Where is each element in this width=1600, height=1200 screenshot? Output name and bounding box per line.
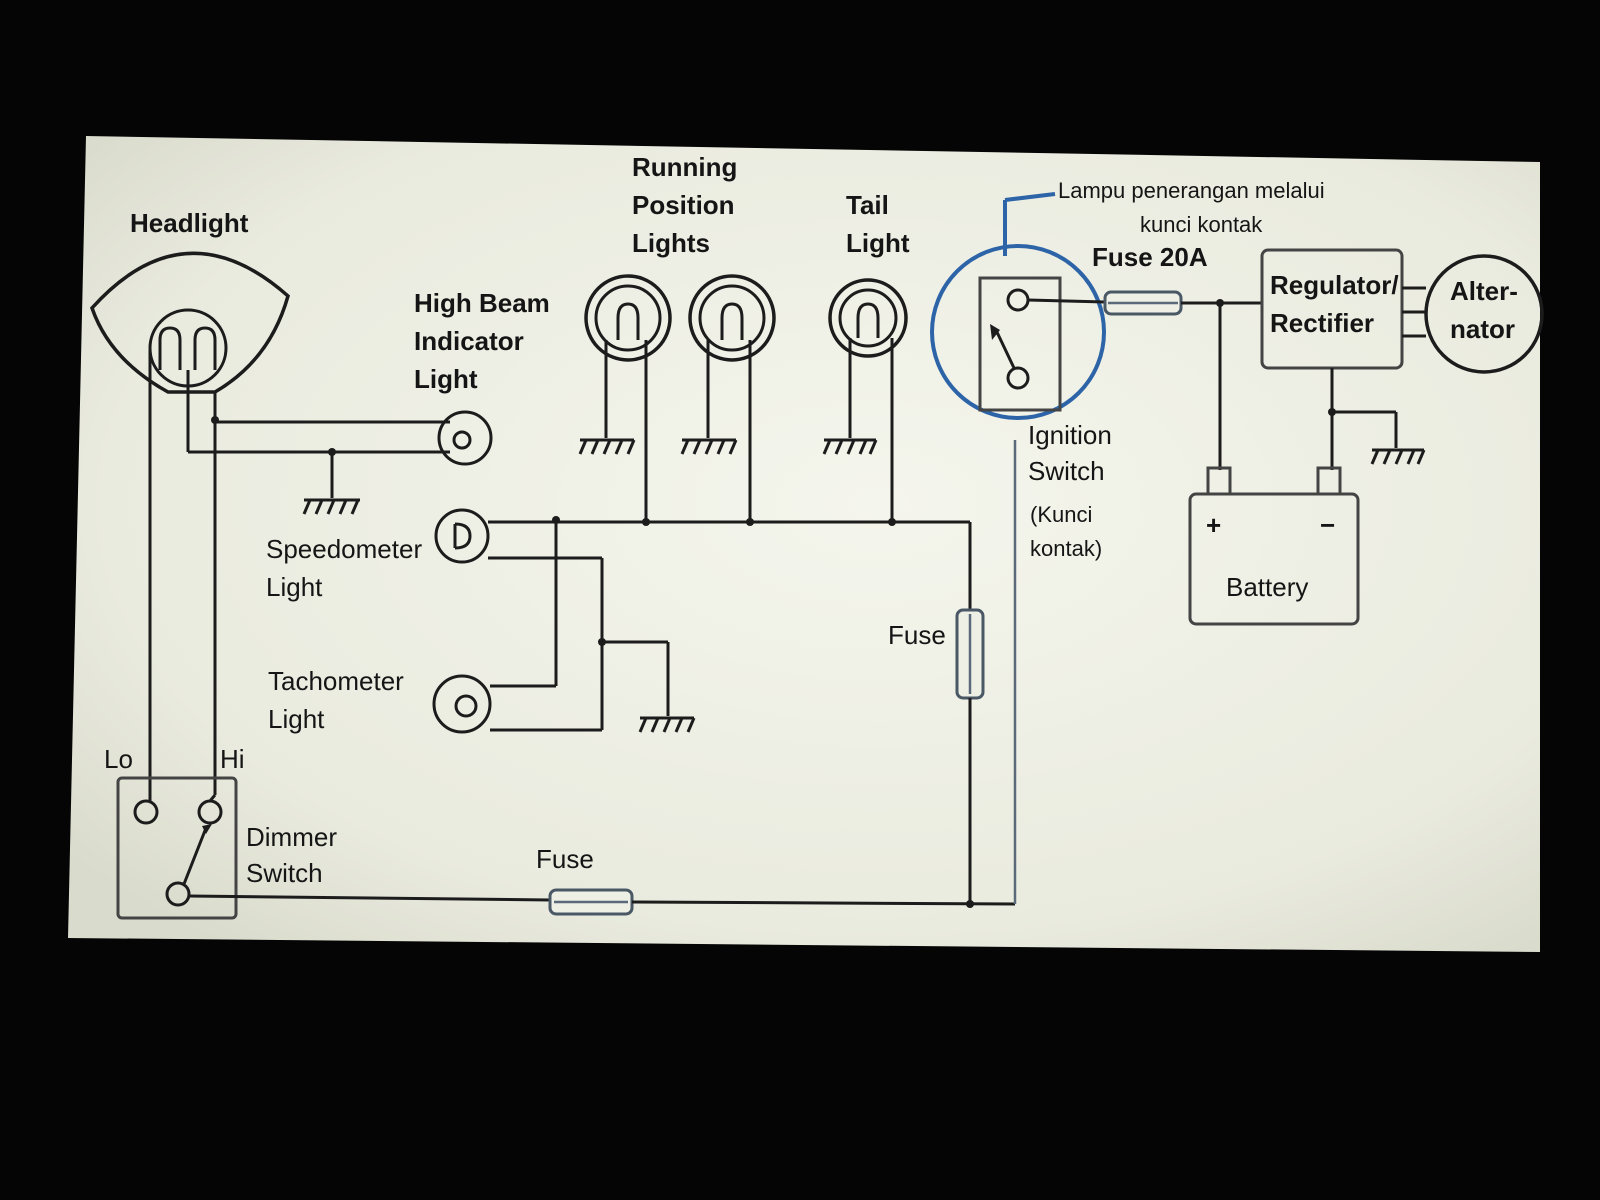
tachometer-label: Light <box>268 704 325 734</box>
lampu-note: kunci kontak <box>1140 212 1263 237</box>
alternator-label: Alter- <box>1450 276 1518 306</box>
tail-light-label: Light <box>846 228 910 258</box>
hi-label: Hi <box>220 744 245 774</box>
ground-symbol <box>1370 448 1426 465</box>
dimmer-switch <box>116 776 238 920</box>
battery <box>1188 466 1360 626</box>
fuse-right <box>955 608 985 904</box>
dimmer-switch-label: Switch <box>246 858 323 888</box>
ground-symbol <box>822 438 878 455</box>
alternator-label: nator <box>1450 314 1515 344</box>
headlight <box>90 251 290 795</box>
high-beam-label: Light <box>414 364 478 394</box>
headlight-label: Headlight <box>130 208 249 238</box>
ignition-switch-label: Ignition <box>1028 420 1112 450</box>
fuse-20a-label: Fuse 20A <box>1092 242 1208 272</box>
alternator <box>1424 254 1544 374</box>
speedometer-label: Speedometer <box>266 534 422 564</box>
lighting-bus <box>488 516 972 732</box>
running-position-light-left <box>584 274 672 522</box>
running-lights-label: Lights <box>632 228 710 258</box>
ground-symbol <box>680 438 738 455</box>
regulator-label: Rectifier <box>1270 308 1374 338</box>
tachometer-label: Tachometer <box>268 666 404 696</box>
speedometer-light <box>434 508 490 564</box>
ignition-switch-label: (Kunci <box>1030 502 1092 527</box>
tail-light <box>828 278 908 522</box>
running-lights-label: Running <box>632 152 737 182</box>
high-beam-label: Indicator <box>414 326 524 356</box>
tail-light-label: Tail <box>846 190 889 220</box>
dimmer-switch-label: Dimmer <box>246 822 337 852</box>
regulator-rectifier <box>1260 248 1426 470</box>
ground-symbol <box>578 438 636 455</box>
running-lights-label: Position <box>632 190 735 220</box>
fuse-right-label: Fuse <box>888 620 946 650</box>
ignition-switch <box>930 192 1106 904</box>
fuse-20a <box>1103 290 1262 470</box>
battery-minus-label: − <box>1320 510 1335 540</box>
bottom-wire <box>188 888 1016 916</box>
ground-symbol <box>638 716 696 733</box>
tachometer-light <box>432 674 492 734</box>
high-beam-label: High Beam <box>414 288 550 318</box>
high-beam-wires <box>210 416 450 498</box>
high-beam-indicator-light <box>437 410 493 466</box>
ignition-switch-label: Switch <box>1028 456 1105 486</box>
speedometer-label: Light <box>266 572 323 602</box>
running-position-light-right <box>688 274 776 522</box>
battery-plus-label: + <box>1206 510 1221 540</box>
regulator-label: Regulator/ <box>1270 270 1399 300</box>
battery-label: Battery <box>1226 572 1308 602</box>
lo-label: Lo <box>104 744 133 774</box>
ground-symbol <box>302 498 360 515</box>
lampu-note: Lampu penerangan melalui <box>1058 178 1325 203</box>
fuse-bottom-label: Fuse <box>536 844 594 874</box>
ignition-switch-label: kontak) <box>1030 536 1102 561</box>
paper-sheet <box>68 136 1540 952</box>
